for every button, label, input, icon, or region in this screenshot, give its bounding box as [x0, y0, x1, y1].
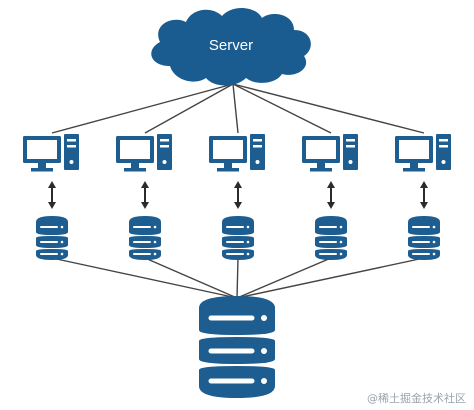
bidirectional-arrow-icon — [141, 181, 149, 209]
database-icon — [36, 216, 68, 260]
client-node — [395, 134, 451, 260]
bidirectional-arrow-icon — [327, 181, 335, 209]
client-node — [23, 134, 79, 260]
database-icon — [408, 216, 440, 260]
connection-lines — [51, 83, 425, 299]
server-link-line — [51, 83, 234, 134]
central-database-icon — [199, 296, 275, 398]
computer-icon — [23, 134, 79, 172]
database-link-line — [144, 257, 238, 299]
watermark-text: @稀土掘金技术社区 — [367, 392, 466, 405]
computer-icon — [395, 134, 451, 172]
bidirectional-arrow-icon — [234, 181, 242, 209]
computer-icon — [209, 134, 265, 172]
database-link-line — [236, 257, 425, 299]
bidirectional-arrow-icon — [48, 181, 56, 209]
client-nodes — [23, 134, 451, 260]
database-link-line — [236, 257, 332, 299]
database-link-line — [51, 257, 238, 299]
client-node — [116, 134, 172, 260]
server-link-line — [232, 83, 239, 134]
computer-icon — [302, 134, 358, 172]
server-link-line — [232, 83, 425, 134]
server-link-line — [232, 83, 332, 134]
client-node — [209, 134, 265, 260]
server-link-line — [144, 83, 234, 134]
server-cloud-icon: Server — [151, 7, 311, 86]
database-icon — [315, 216, 347, 260]
database-link-line — [236, 257, 239, 299]
computer-icon — [116, 134, 172, 172]
database-icon — [222, 216, 254, 260]
bidirectional-arrow-icon — [420, 181, 428, 209]
client-node — [302, 134, 358, 260]
database-icon — [129, 216, 161, 260]
server-label: Server — [209, 37, 253, 54]
